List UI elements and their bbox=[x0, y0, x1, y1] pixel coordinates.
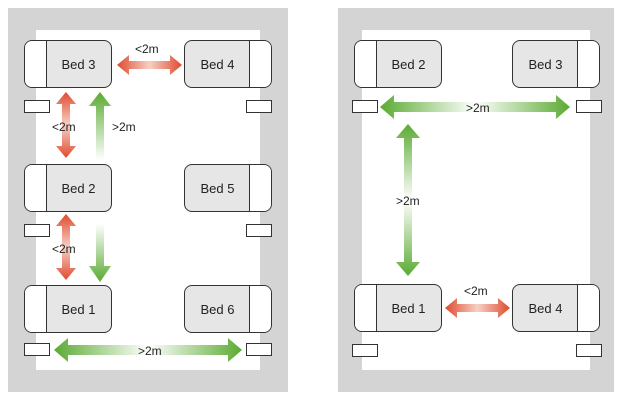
bed-label: Bed 6 bbox=[200, 301, 235, 317]
bed-1: Bed 1 bbox=[24, 285, 112, 333]
bed-headboard bbox=[355, 285, 377, 331]
bedside-table bbox=[24, 343, 50, 356]
distance-label-r2-bed1-bed4: <2m bbox=[464, 284, 488, 298]
bed-3: Bed 3 bbox=[24, 40, 112, 88]
bed-headboard bbox=[577, 285, 599, 331]
bed-label: Bed 3 bbox=[528, 56, 563, 72]
bed-label: Bed 2 bbox=[391, 56, 426, 72]
distance-label-bed1-bed6: >2m bbox=[138, 344, 162, 358]
distance-label-r2-bed2-bed3: >2m bbox=[466, 101, 490, 115]
bedside-table bbox=[24, 224, 50, 237]
distance-label-bed3-bed2-red: <2m bbox=[52, 120, 76, 134]
bed-6: Bed 6 bbox=[184, 285, 272, 333]
bed-5: Bed 5 bbox=[184, 164, 272, 212]
distance-label-bed2-bed1: <2m bbox=[52, 242, 76, 256]
bed-label: Bed 1 bbox=[391, 300, 426, 316]
distance-label-bed3-bed4: <2m bbox=[135, 42, 159, 56]
bed-label: Bed 3 bbox=[61, 56, 96, 72]
bed-headboard bbox=[249, 165, 271, 211]
bed-label: Bed 1 bbox=[61, 301, 96, 317]
distance-label-r2-bed2-bed1: >2m bbox=[396, 194, 420, 208]
bedside-table bbox=[246, 343, 272, 356]
bed-label: Bed 5 bbox=[200, 180, 235, 196]
bed-2: Bed 2 bbox=[24, 164, 112, 212]
bedside-table bbox=[24, 100, 50, 113]
bed-headboard bbox=[249, 286, 271, 332]
bed-4: Bed 4 bbox=[512, 284, 600, 332]
bed-headboard bbox=[25, 286, 47, 332]
bedside-table bbox=[352, 344, 378, 357]
bed-1: Bed 1 bbox=[354, 284, 442, 332]
bed-headboard bbox=[577, 41, 599, 87]
bed-label: Bed 4 bbox=[200, 56, 235, 72]
bed-headboard bbox=[25, 165, 47, 211]
distance-label-bed3-bed2-green: >2m bbox=[112, 120, 136, 134]
bed-headboard bbox=[25, 41, 47, 87]
bed-2: Bed 2 bbox=[354, 40, 442, 88]
bed-3: Bed 3 bbox=[512, 40, 600, 88]
bedside-table bbox=[246, 100, 272, 113]
bedside-table bbox=[576, 344, 602, 357]
bed-label: Bed 2 bbox=[61, 180, 96, 196]
bed-headboard bbox=[355, 41, 377, 87]
bed-4: Bed 4 bbox=[184, 40, 272, 88]
bed-label: Bed 4 bbox=[528, 300, 563, 316]
bedside-table bbox=[576, 100, 602, 113]
bedside-table bbox=[246, 224, 272, 237]
bedside-table bbox=[352, 100, 378, 113]
bed-headboard bbox=[249, 41, 271, 87]
